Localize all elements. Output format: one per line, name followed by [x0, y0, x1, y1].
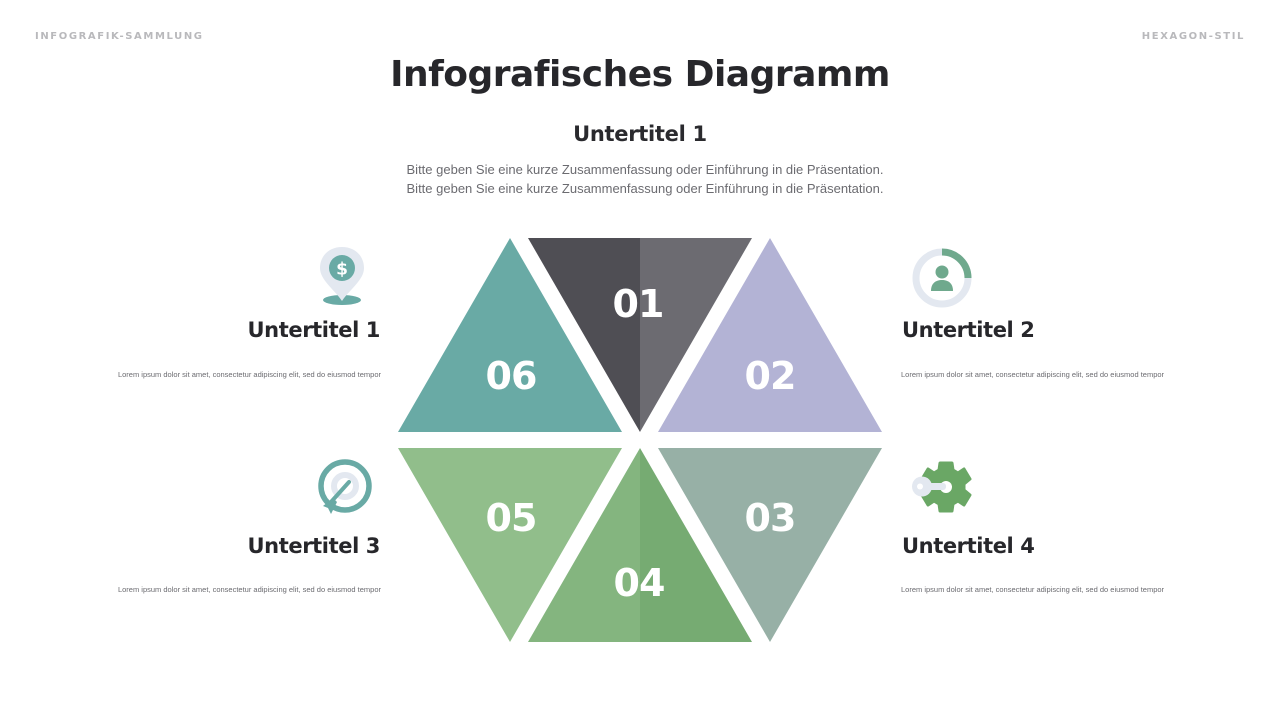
segment-03[interactable]: 03 — [658, 448, 882, 642]
dollar-pin-icon: $ — [320, 247, 364, 305]
target-icon — [318, 459, 372, 514]
page-subtitle: Untertitel 1 — [573, 122, 707, 146]
gear-key-icon — [912, 461, 972, 513]
segment-label: 02 — [745, 354, 796, 398]
item-2-text: Lorem ipsum dolor sit amet, consectetur … — [901, 370, 1165, 379]
user-progress-icon — [912, 248, 972, 308]
segment-05[interactable]: 05 — [398, 448, 622, 642]
item-4-text: Lorem ipsum dolor sit amet, consectetur … — [901, 585, 1165, 594]
segment-01[interactable]: 01 — [528, 238, 752, 432]
segment-06[interactable]: 06 — [398, 238, 622, 432]
item-4-title: Untertitel 4 — [902, 534, 1035, 558]
segment-label: 04 — [614, 561, 665, 605]
intro-line: Bitte geben Sie eine kurze Zusammenfassu… — [406, 162, 884, 177]
svg-text:$: $ — [336, 260, 348, 280]
segment-02[interactable]: 02 — [658, 238, 882, 432]
segment-label: 06 — [486, 354, 537, 398]
item-1-text: Lorem ipsum dolor sit amet, consectetur … — [117, 370, 381, 379]
segment-label: 05 — [486, 496, 537, 540]
intro-line: Bitte geben Sie eine kurze Zusammenfassu… — [406, 180, 884, 196]
segment-label: 03 — [745, 496, 796, 540]
page-title: Infografisches Diagramm — [390, 54, 890, 95]
style-tag: HEXAGON-STIL — [1141, 31, 1245, 42]
item-2-title: Untertitel 2 — [902, 318, 1035, 342]
segment-04[interactable]: 04 — [528, 448, 752, 642]
item-3-text: Lorem ipsum dolor sit amet, consectetur … — [117, 585, 381, 594]
collection-tag: INFOGRAFIK-SAMMLUNG — [35, 31, 204, 42]
intro-text: Bitte geben Sie eine kurze Zusammenfassu… — [0, 161, 1280, 198]
item-1-title: Untertitel 1 — [247, 318, 381, 342]
segment-label: 01 — [613, 282, 664, 326]
item-3-title: Untertitel 3 — [247, 534, 381, 558]
